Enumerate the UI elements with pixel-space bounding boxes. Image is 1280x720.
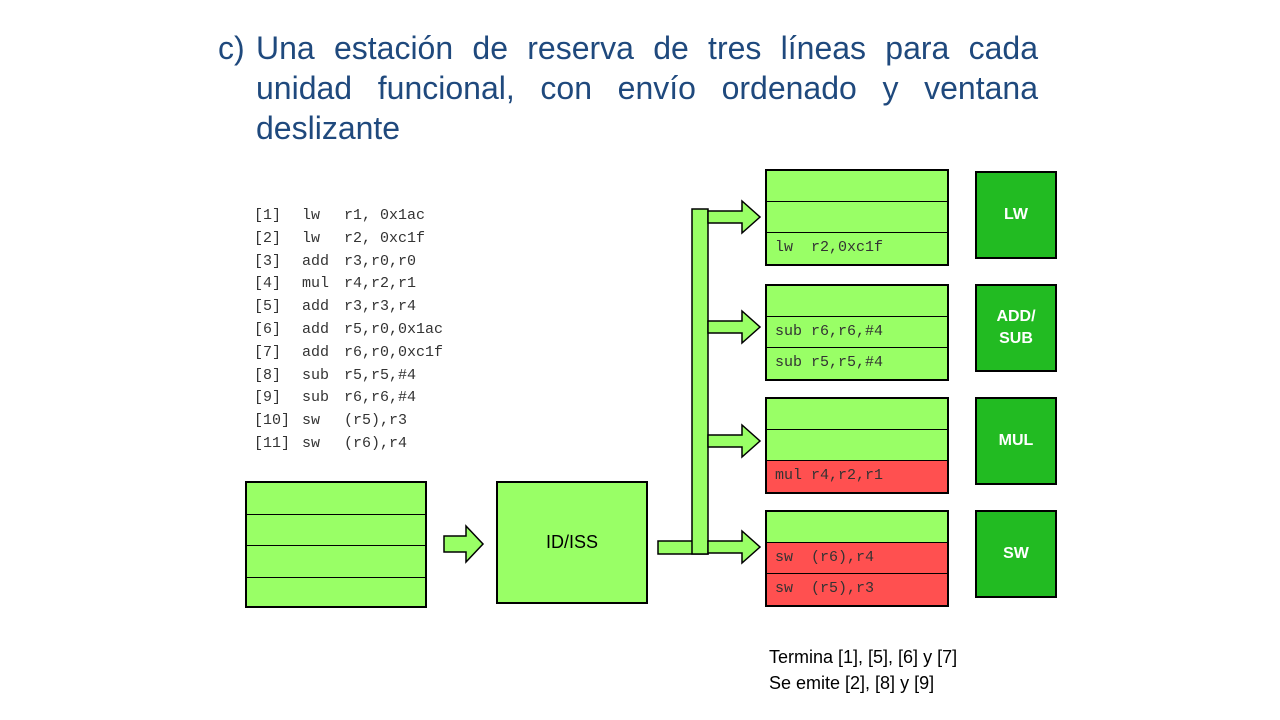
station-slot: sw (r5),r3	[767, 574, 947, 605]
program-line: [11] sw (r6),r4	[254, 433, 443, 456]
program-line-op: mul	[302, 275, 330, 293]
program-line: [3] add r3,r0,r0	[254, 251, 443, 274]
program-line-args: r5,r5,#4	[344, 366, 417, 384]
program-line-op: add	[302, 252, 330, 270]
station-slot	[767, 202, 947, 233]
status-notes: Termina [1], [5], [6] y [7] Se emite [2]…	[769, 644, 957, 696]
program-line: [4] mul r4,r2,r1	[254, 273, 443, 296]
bus-to-lw-arrow	[707, 199, 762, 235]
program-line-op: sub	[302, 366, 330, 384]
program-line-args: r3,r3,r4	[344, 298, 417, 316]
station-mul: mul r4,r2,r1	[765, 397, 949, 494]
program-line-args: (r5),r3	[344, 412, 408, 430]
program-line-n: [8]	[254, 366, 282, 384]
unit-addsub: ADD/ SUB	[975, 284, 1057, 372]
program-listing: [1] lw r1, 0x1ac [2] lw r2, 0xc1f [3] add r3,r0,…	[254, 205, 443, 456]
station-addsub: sub r6,r6,#4 sub r5,r5,#4	[765, 284, 949, 381]
program-line-args: r3,r0,r0	[344, 252, 417, 270]
program-line: [8] sub r5,r5,#4	[254, 365, 443, 388]
program-line-op: sub	[302, 389, 330, 407]
station-slot: sub r6,r6,#4	[767, 317, 947, 348]
program-line-op: lw	[302, 229, 321, 247]
program-line-n: [11]	[254, 434, 291, 452]
title-marker: c)	[218, 30, 245, 66]
program-line: [5] add r3,r3,r4	[254, 296, 443, 319]
unit-mul: MUL	[975, 397, 1057, 485]
station-slot: mul r4,r2,r1	[767, 461, 947, 492]
queue-slot	[247, 515, 425, 546]
station-slot: sub r5,r5,#4	[767, 348, 947, 379]
program-line-n: [3]	[254, 252, 282, 270]
program-line-op: add	[302, 298, 330, 316]
station-slot	[767, 286, 947, 317]
program-line: [7] add r6,r0,0xc1f	[254, 342, 443, 365]
program-line-op: sw	[302, 412, 321, 430]
note-finished: Termina [1], [5], [6] y [7]	[769, 647, 958, 667]
program-line-op: add	[302, 343, 330, 361]
note-issued: Se emite [2], [8] y [9]	[769, 673, 935, 693]
program-line: [1] lw r1, 0x1ac	[254, 205, 443, 228]
station-lw: lw r2,0xc1f	[765, 169, 949, 266]
program-line-n: [2]	[254, 229, 282, 247]
program-line-args: r6,r6,#4	[344, 389, 417, 407]
unit-lw: LW	[975, 171, 1057, 259]
station-sw: sw (r6),r4 sw (r5),r3	[765, 510, 949, 607]
program-line-op: add	[302, 320, 330, 338]
program-line-n: [7]	[254, 343, 282, 361]
program-line-n: [10]	[254, 412, 291, 430]
program-line-n: [9]	[254, 389, 282, 407]
queue-slot	[247, 546, 425, 578]
station-slot	[767, 399, 947, 430]
program-line: [9] sub r6,r6,#4	[254, 387, 443, 410]
station-slot	[767, 171, 947, 202]
program-line: [2] lw r2, 0xc1f	[254, 228, 443, 251]
program-line: [6] add r5,r0,0x1ac	[254, 319, 443, 342]
id-iss-stage: ID/ISS	[496, 481, 648, 604]
program-line-args: r2, 0xc1f	[344, 229, 426, 247]
program-line-n: [5]	[254, 298, 282, 316]
station-slot	[767, 430, 947, 461]
program-line-n: [4]	[254, 275, 282, 293]
program-line-args: (r6),r4	[344, 434, 408, 452]
program-line-op: lw	[302, 207, 321, 224]
station-slot: sw (r6),r4	[767, 543, 947, 574]
program-line-op: sw	[302, 434, 321, 452]
program-line-args: r4,r2,r1	[344, 275, 417, 293]
bus-to-addsub-arrow	[707, 309, 762, 345]
station-slot	[767, 512, 947, 543]
program-line-n: [6]	[254, 320, 282, 338]
program-line-n: [1]	[254, 207, 282, 224]
queue-slot	[247, 483, 425, 515]
program-line: [10] sw (r5),r3	[254, 410, 443, 433]
bus-to-mul-arrow	[707, 423, 762, 459]
dispatch-bus	[691, 208, 709, 555]
title-text: Una estación de reserva de tres líneas p…	[256, 30, 1038, 146]
program-line-args: r1, 0x1ac	[344, 207, 426, 224]
program-line-args: r6,r0,0xc1f	[344, 343, 444, 361]
station-slot: lw r2,0xc1f	[767, 233, 947, 264]
instruction-queue	[245, 481, 427, 608]
queue-to-idiss-arrow	[443, 524, 485, 564]
bus-to-sw-arrow	[707, 529, 762, 565]
program-line-args: r5,r0,0x1ac	[344, 320, 444, 338]
slide-title: c) Una estación de reserva de tres línea…	[218, 28, 1038, 148]
unit-sw: SW	[975, 510, 1057, 598]
unit-addsub-label: ADD/ SUB	[996, 308, 1036, 347]
